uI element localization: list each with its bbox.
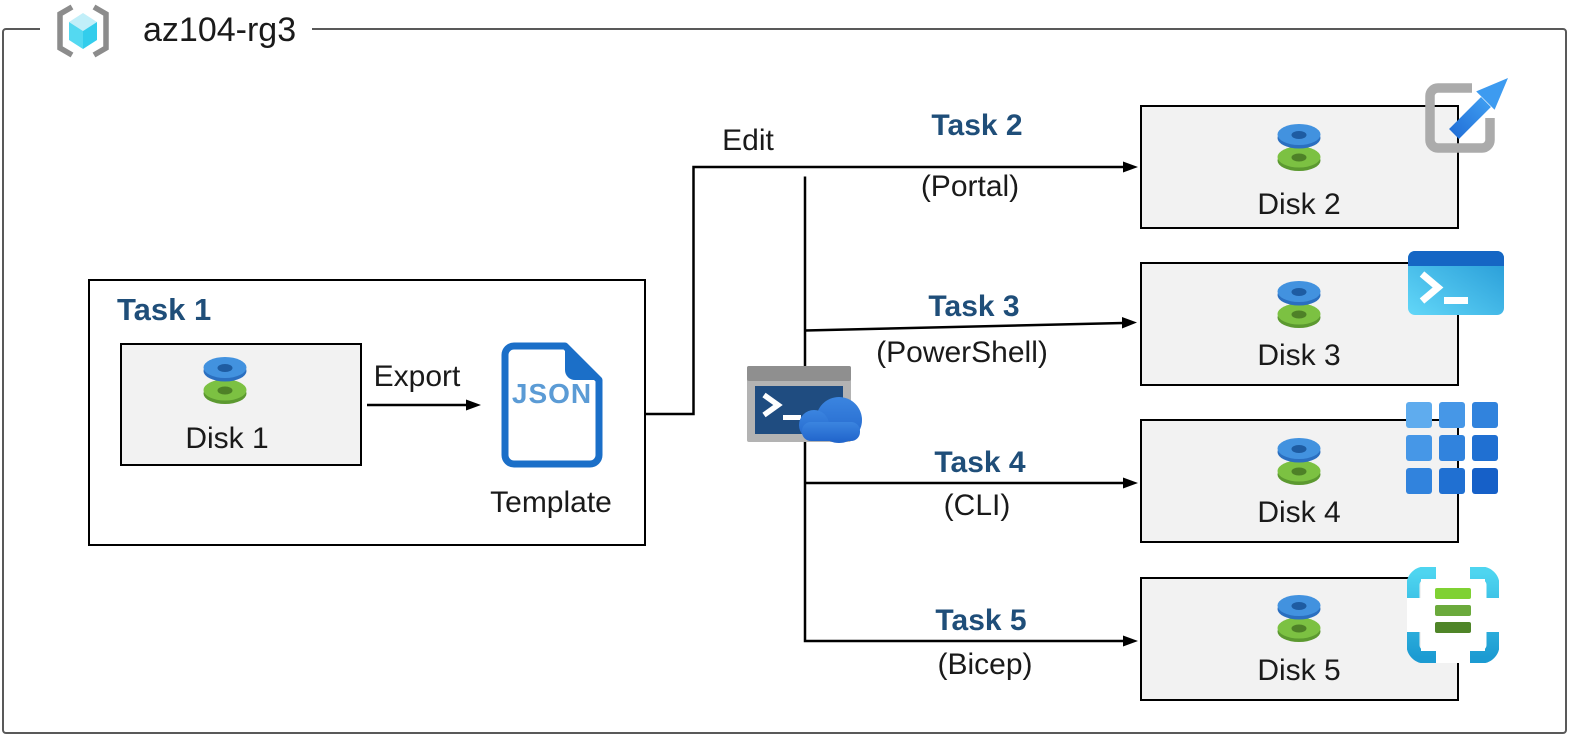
json-template-icon: [501, 342, 603, 468]
resource-group-header: az104-rg3: [40, 0, 312, 58]
disk-icon: [1277, 438, 1321, 485]
task3-title: Task 3: [928, 290, 1020, 323]
task2-title: Task 2: [931, 109, 1023, 142]
disk-icon: [1277, 595, 1321, 642]
disk5-label: Disk 5: [1257, 654, 1341, 687]
template-label: Template: [490, 486, 612, 519]
powershell-icon: [1408, 251, 1504, 315]
disk3-label: Disk 3: [1257, 339, 1341, 372]
export-label: Export: [373, 360, 461, 393]
disk-icon: [203, 357, 247, 404]
task2-method: (Portal): [920, 170, 1020, 203]
cloud-shell-icon: [747, 366, 862, 443]
disk1-label: Disk 1: [185, 422, 269, 455]
task5-method: (Bicep): [937, 648, 1033, 681]
json-icon-text: JSON: [511, 378, 593, 409]
disk4-label: Disk 4: [1257, 496, 1341, 529]
resource-group-icon: [57, 4, 109, 58]
disk-icon: [1277, 124, 1321, 171]
task3-method: (PowerShell): [876, 336, 1048, 369]
portal-launch-icon: [1425, 78, 1508, 153]
edit-label: Edit: [722, 124, 774, 157]
cli-grid-icon: [1406, 402, 1498, 494]
disk2-label: Disk 2: [1257, 188, 1341, 221]
bicep-template-icon: [1407, 567, 1499, 663]
disk-icon: [1277, 281, 1321, 328]
resource-group-name: az104-rg3: [143, 11, 297, 49]
task4-method: (CLI): [943, 489, 1011, 522]
task4-title: Task 4: [934, 446, 1026, 479]
task1-title: Task 1: [117, 292, 212, 327]
task5-title: Task 5: [935, 604, 1027, 637]
